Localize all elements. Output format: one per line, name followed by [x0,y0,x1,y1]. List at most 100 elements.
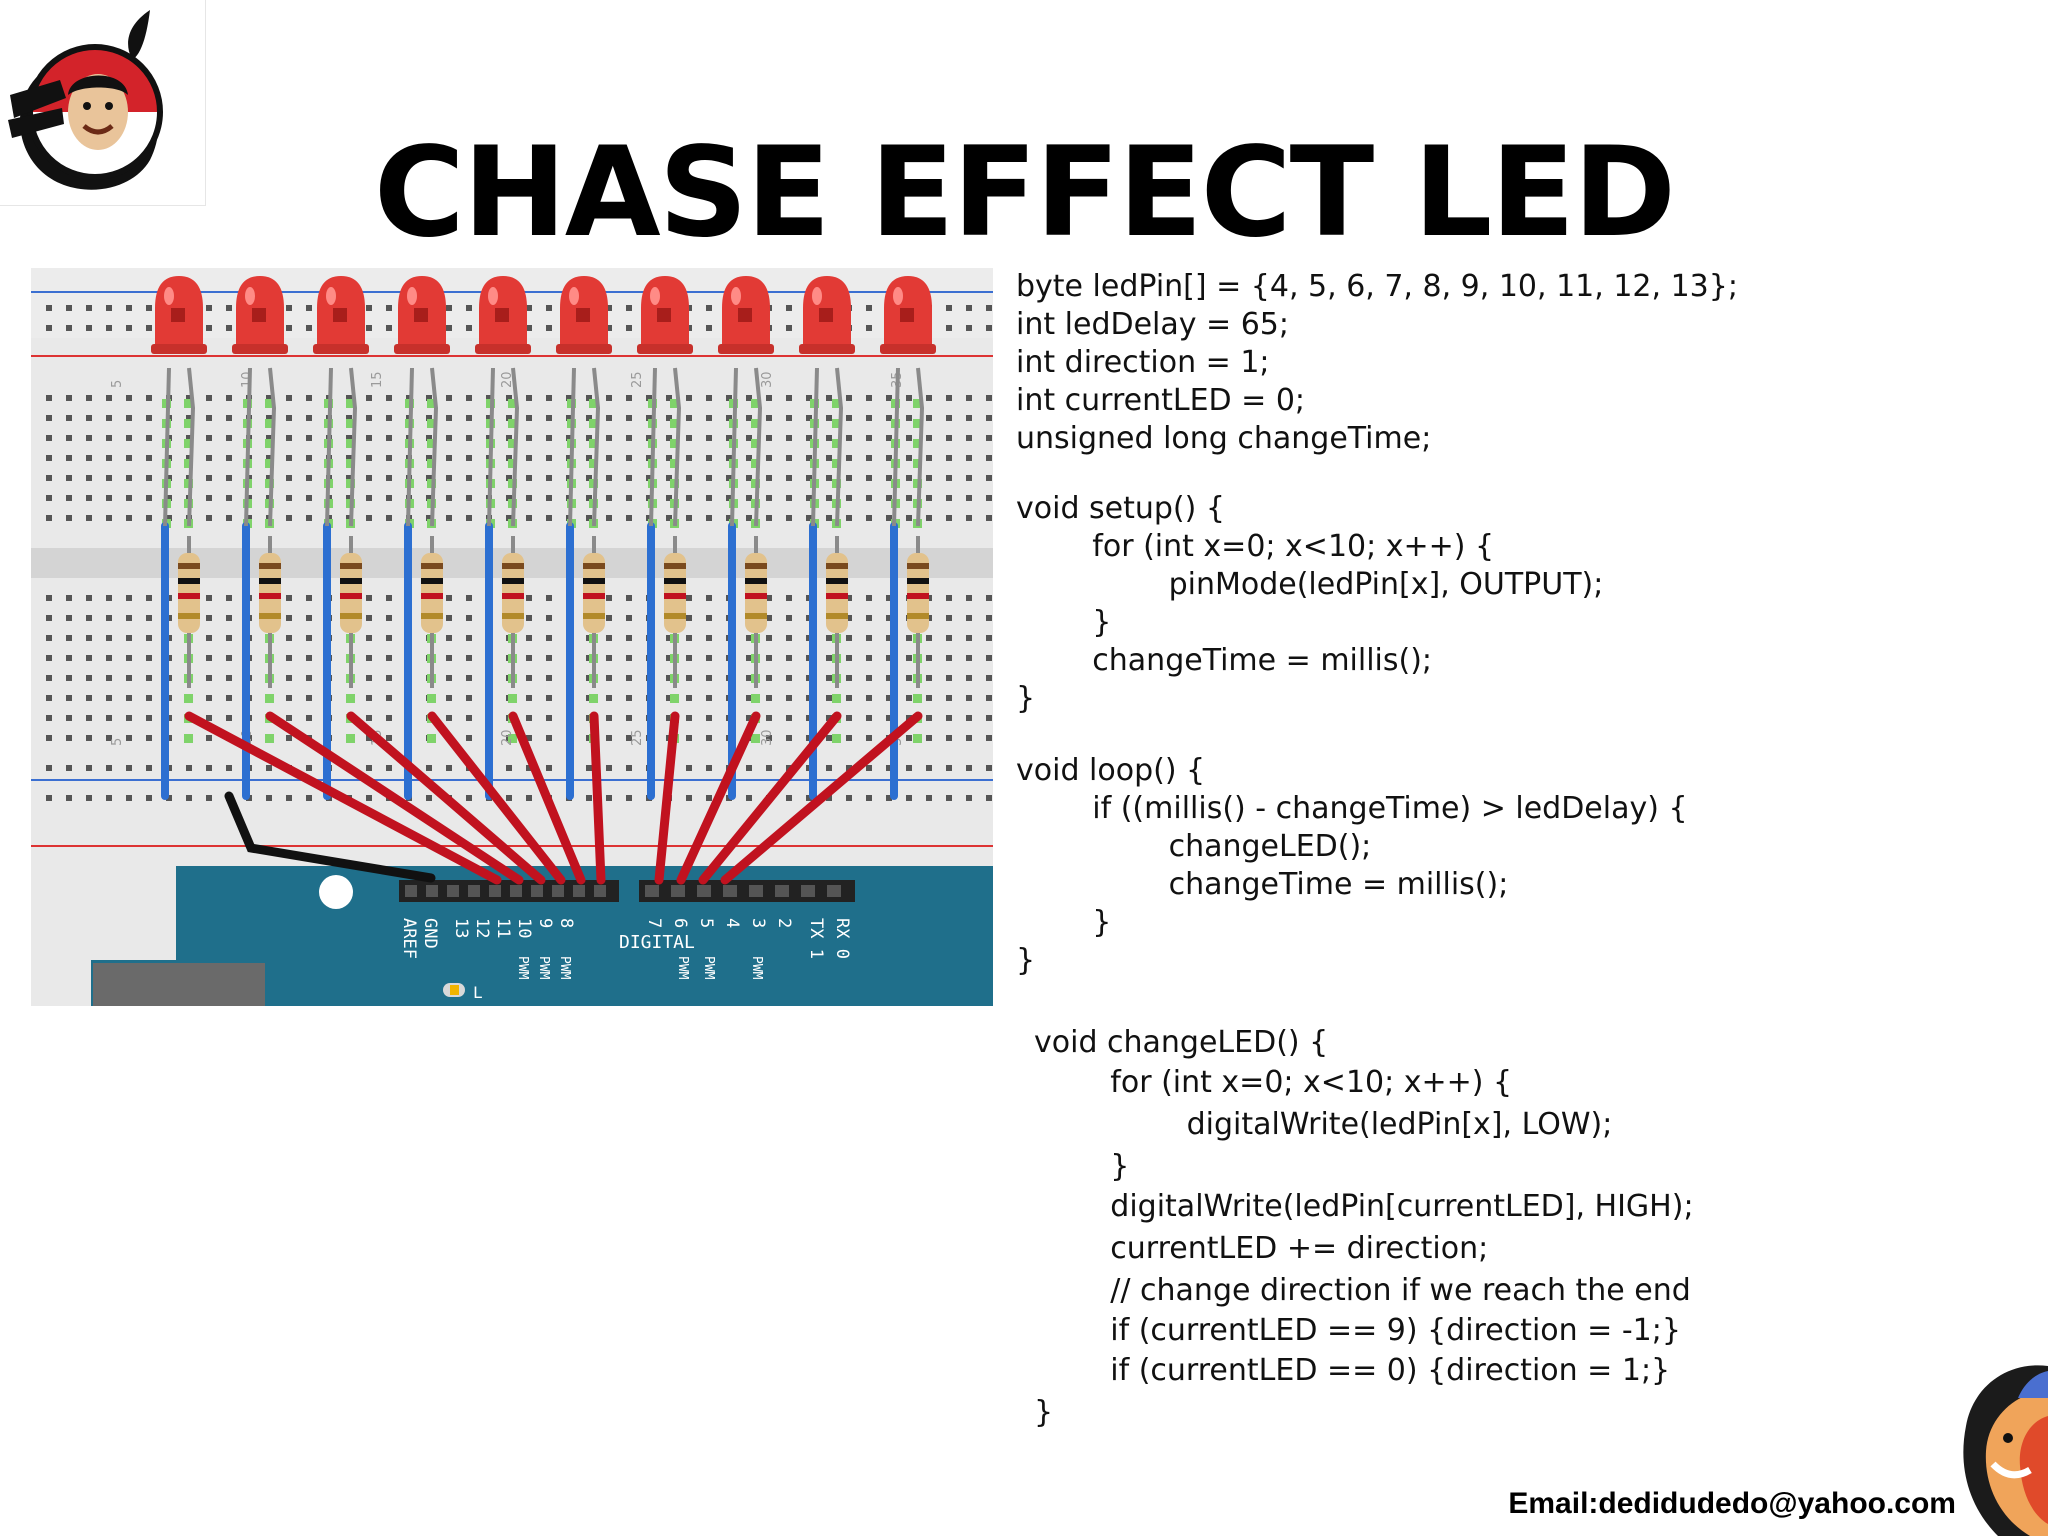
hole [826,795,832,801]
hole [546,305,552,311]
hole [106,595,112,601]
active-hole [427,419,436,428]
hole [786,325,792,331]
signal-wire [184,711,502,885]
hole [806,495,812,501]
row-number: 20 [500,729,515,746]
hole [526,695,532,701]
hole [46,435,52,441]
hole [746,695,752,701]
hole [786,305,792,311]
hole [626,615,632,621]
hole [506,765,512,771]
led-leg [268,367,277,527]
pwm-label: PWM [701,956,716,980]
hole [746,415,752,421]
led-leg [406,367,414,527]
hole [986,735,992,741]
hole [946,735,952,741]
resistor-band [826,578,848,584]
hole [966,655,972,661]
hole [526,495,532,501]
hole [466,435,472,441]
hole [386,655,392,661]
signal-wire [720,711,923,885]
hole [826,735,832,741]
hole [986,695,992,701]
hole [626,495,632,501]
hole [966,735,972,741]
hole [226,475,232,481]
resistor-band [745,578,767,584]
hole [986,635,992,641]
hole [46,305,52,311]
header-pin [749,885,763,897]
hole [166,455,172,461]
hole [786,475,792,481]
hole [126,615,132,621]
hole [366,715,372,721]
hole [846,695,852,701]
hole [846,735,852,741]
hole [446,635,452,641]
hole [826,695,832,701]
hole [766,695,772,701]
hole [366,655,372,661]
pin-label: AREF [399,918,419,959]
led-die [252,308,266,322]
header-pin [405,885,417,897]
hole [286,475,292,481]
hole [286,695,292,701]
hole [106,675,112,681]
hole [146,635,152,641]
hole [266,395,272,401]
resistor-band [421,563,443,569]
hole [46,395,52,401]
hole [766,675,772,681]
hole [546,395,552,401]
hole [706,675,712,681]
pin-label: 8 [556,918,576,928]
hole [766,615,772,621]
hole [826,475,832,481]
led-shine [650,287,660,305]
hole [666,655,672,661]
hole [786,655,792,661]
hole [546,655,552,661]
hole [426,435,432,441]
hole [906,395,912,401]
hole [386,325,392,331]
hole [566,395,572,401]
hole [686,595,692,601]
active-hole [832,439,841,448]
row-number: 20 [500,371,515,388]
hole [546,595,552,601]
led-leg [568,367,576,527]
hole [86,495,92,501]
hole [706,325,712,331]
resistor-band [826,563,848,569]
active-hole [346,734,355,743]
active-hole [184,399,193,408]
hole [506,795,512,801]
active-hole [427,734,436,743]
hole [766,515,772,521]
resistor-band [340,613,362,619]
hole [126,475,132,481]
active-hole [751,734,760,743]
hole [206,595,212,601]
hole [786,515,792,521]
hole [886,615,892,621]
hole [286,795,292,801]
hole [426,415,432,421]
hole [206,695,212,701]
signal-wire [508,711,586,885]
hole [166,515,172,521]
hole [986,415,992,421]
resistor-band [907,593,929,599]
hole [626,715,632,721]
hole [86,635,92,641]
hole [386,395,392,401]
hole [366,415,372,421]
hole [46,475,52,481]
